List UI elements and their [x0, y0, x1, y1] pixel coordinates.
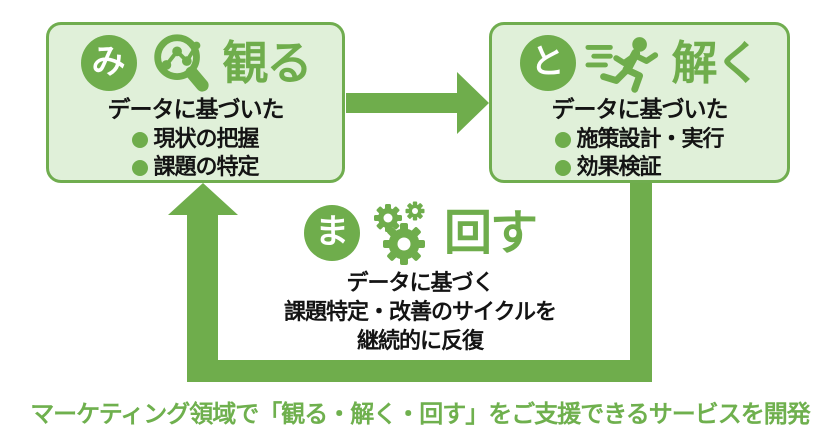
running-person-icon — [584, 37, 658, 93]
solve-subtitle: データに基づいた — [551, 97, 729, 123]
magnifier-chart-icon — [153, 34, 209, 92]
solve-bullet-list: 施策設計・実行 効果検証 — [555, 129, 725, 179]
observe-header: み 観る — [49, 31, 342, 95]
cycle-line-1: データに基づく — [346, 271, 494, 296]
cycle-line-2: 課題特定・改善のサイクルを — [284, 300, 557, 325]
bullet-dot-icon — [132, 132, 149, 149]
cycle-title: 回す — [443, 205, 538, 261]
flow-arrow-cycle-icon — [168, 183, 652, 382]
solve-kana-badge: と — [519, 35, 576, 91]
observe-kana-badge: み — [80, 35, 137, 91]
cycle-description: データに基づく 課題特定・改善のサイクルを 継続的に反復 — [235, 269, 605, 356]
cycle-header: ま — [235, 199, 605, 267]
solve-kana: と — [530, 42, 565, 82]
observe-bullet-list: 現状の把握 課題の特定 — [132, 129, 260, 179]
solve-box: と 解く データに基づいた 施策設計・実 — [489, 22, 790, 183]
cycle-section: ま — [235, 199, 605, 356]
observe-kana: み — [91, 42, 126, 82]
solve-bullet-2: 効果検証 — [555, 157, 723, 179]
bullet-dot-icon — [555, 160, 572, 177]
flow-arrow-right-icon — [346, 72, 489, 134]
bullet-dot-icon — [132, 160, 149, 177]
solve-header: と 解く — [492, 31, 787, 95]
observe-box: み 観る データに基づいた 現状の把握 課題の特定 — [46, 22, 345, 183]
cycle-kana-badge: ま — [303, 205, 360, 261]
cycle-kana: ま — [314, 212, 349, 252]
caption-text: マーケティング領域で「観る・解く・回す」をご支援できるサービスを開発 — [30, 400, 811, 428]
observe-title: 観る — [222, 36, 313, 90]
bullet-dot-icon — [555, 132, 572, 149]
gears-icon — [373, 201, 425, 265]
observe-bullet-2: 課題の特定 — [132, 157, 260, 179]
cycle-line-3: 継続的に反復 — [356, 329, 484, 354]
observe-bullet-1: 現状の把握 — [132, 129, 260, 151]
solve-bullet-1: 施策設計・実行 — [555, 129, 725, 151]
observe-subtitle: データに基づいた — [107, 97, 285, 123]
solve-title: 解く — [671, 36, 762, 90]
